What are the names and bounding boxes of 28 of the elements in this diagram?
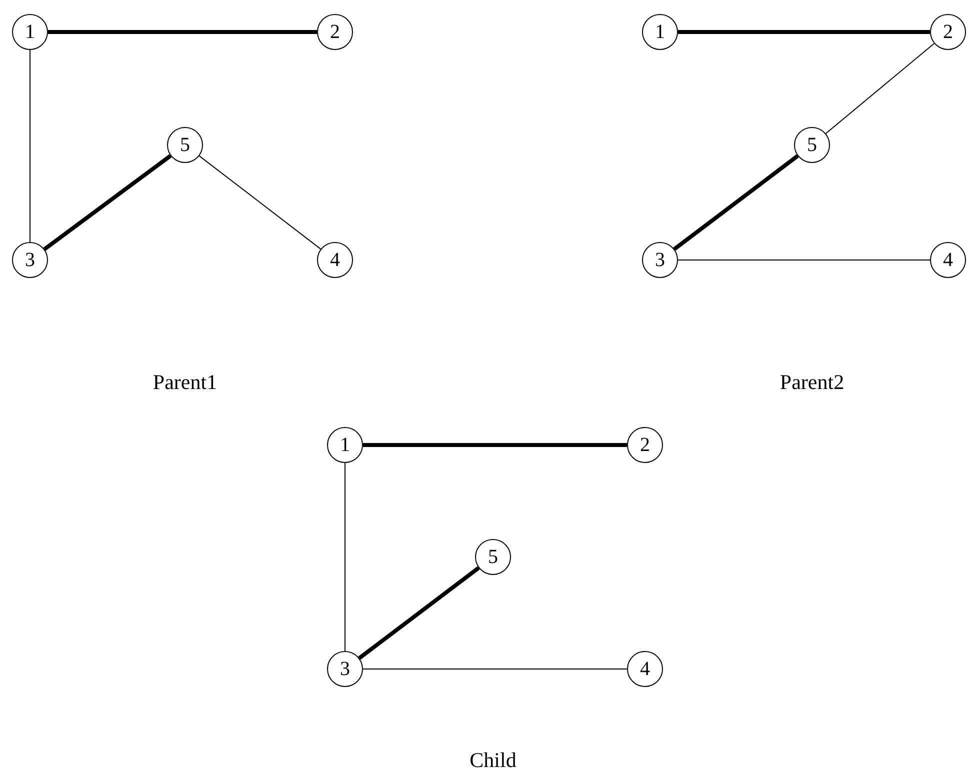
- graph-caption: Parent2: [780, 370, 844, 395]
- node-circle: 2: [930, 14, 966, 50]
- connector-line: [362, 668, 628, 670]
- node-circle: 2: [627, 427, 663, 463]
- node-circle: 1: [12, 14, 48, 50]
- connector-line: [198, 155, 322, 250]
- connector-line: [673, 154, 799, 251]
- connector-line: [678, 30, 930, 34]
- connector-line: [825, 43, 935, 134]
- node-circle: 3: [12, 242, 48, 278]
- graph-caption: Parent1: [152, 370, 218, 395]
- connector-line: [344, 462, 346, 652]
- node-circle: 1: [327, 427, 363, 463]
- node-circle: 5: [794, 127, 830, 163]
- connector-line: [363, 443, 627, 447]
- connector-line: [43, 154, 172, 251]
- node-circle: 3: [327, 651, 363, 687]
- connector-line: [48, 30, 317, 34]
- graph-caption: Child: [470, 748, 516, 773]
- connector-line: [358, 566, 480, 660]
- node-circle: 5: [167, 127, 203, 163]
- node-circle: 4: [317, 242, 353, 278]
- node-circle: 1: [642, 14, 678, 50]
- node-circle: 2: [317, 14, 353, 50]
- node-circle: 3: [642, 242, 678, 278]
- node-circle: 4: [930, 242, 966, 278]
- node-circle: 5: [475, 539, 511, 575]
- node-circle: 4: [627, 651, 663, 687]
